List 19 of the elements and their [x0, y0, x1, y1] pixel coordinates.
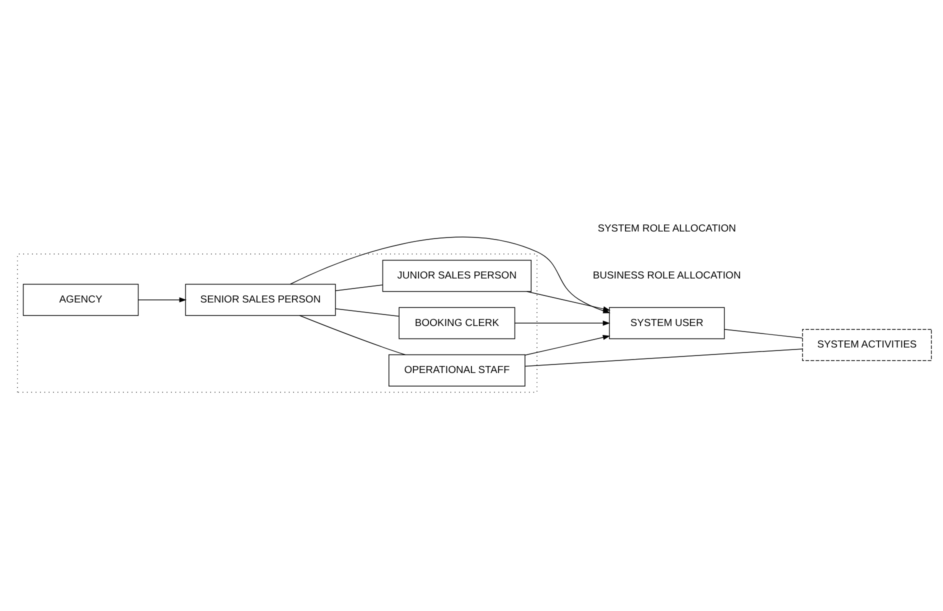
node-box: AGENCY — [22, 284, 139, 316]
arrow — [526, 291, 610, 312]
node-box: OPERATIONAL STAFF — [388, 354, 526, 386]
node-box: SYSTEM ACTIVITIES — [802, 328, 932, 361]
node-box: SENIOR SALES PERSON — [185, 284, 336, 316]
connector — [335, 308, 400, 317]
connector — [724, 329, 803, 338]
arrow — [524, 334, 610, 356]
connector — [299, 315, 406, 356]
node-box: SYSTEM USER — [609, 307, 725, 340]
connector — [335, 284, 383, 292]
node-box: BOOKING CLERK — [398, 307, 516, 340]
node-box: JUNIOR SALES PERSON — [382, 260, 532, 292]
label: SYSTEM ROLE ALLOCATION — [598, 223, 736, 234]
cluster — [17, 254, 538, 393]
arrow — [138, 297, 187, 302]
connector — [524, 348, 803, 367]
arrow — [514, 320, 610, 326]
label: BUSINESS ROLE ALLOCATION — [592, 270, 741, 282]
